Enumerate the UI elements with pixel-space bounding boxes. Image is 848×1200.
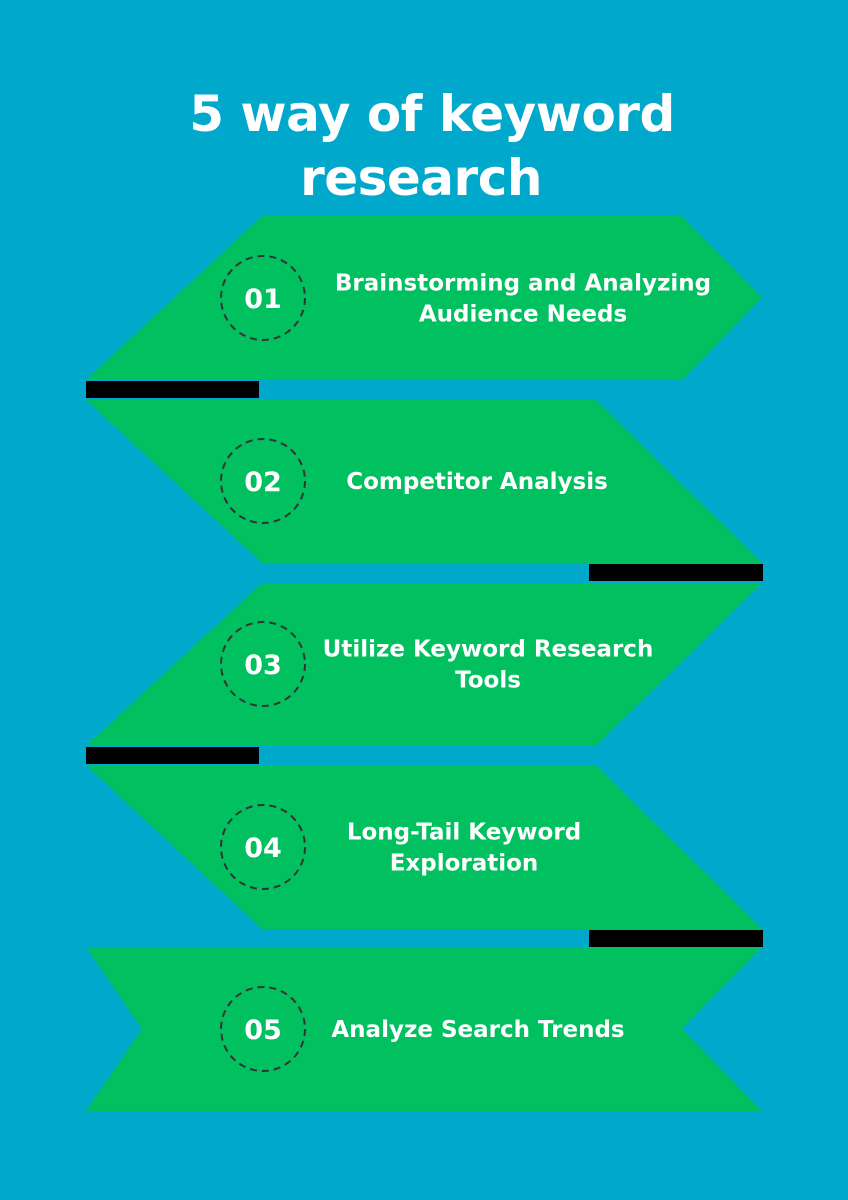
- step-2: 02 Competitor Analysis: [86, 400, 762, 563]
- connector-bar-4: [589, 930, 763, 947]
- connector-bar-2: [589, 564, 763, 581]
- step-5-label-line-1: Analyze Search Trends: [331, 1017, 624, 1043]
- step-3-arrow-shape: [86, 583, 762, 746]
- step-4-number-circle: [220, 804, 306, 890]
- page-title-line-2: research: [300, 149, 542, 207]
- step-3-label-line-2: Tools: [455, 668, 521, 694]
- step-4-arrow-shape: [86, 765, 762, 929]
- step-5-number: 05: [244, 1015, 282, 1046]
- step-1-label-line-2: Audience Needs: [419, 302, 627, 328]
- connector-bar-1: [86, 381, 259, 398]
- page-title: 5 way of keyword research: [0, 82, 848, 210]
- connectors: [86, 381, 763, 947]
- step-1-number-circle: [220, 255, 306, 341]
- step-5: 05 Analyze Search Trends: [86, 947, 762, 1111]
- step-2-number-circle: [220, 438, 306, 524]
- step-2-number: 02: [244, 467, 282, 498]
- step-4-number: 04: [244, 833, 282, 864]
- step-3-number-circle: [220, 621, 306, 707]
- step-3-label-line-1: Utilize Keyword Research: [323, 637, 654, 663]
- step-1-arrow-shape: [86, 216, 762, 380]
- step-4-label-line-2: Exploration: [390, 851, 539, 877]
- step-4-label-line-1: Long-Tail Keyword: [347, 820, 581, 846]
- step-1-number: 01: [244, 284, 282, 315]
- step-1-label-line-1: Brainstorming and Analyzing: [335, 271, 711, 297]
- step-2-label-line-1: Competitor Analysis: [346, 469, 608, 495]
- step-3-number: 03: [244, 650, 282, 681]
- step-5-number-circle: [220, 986, 306, 1072]
- page-title-line-1: 5 way of keyword: [189, 85, 675, 143]
- connector-bar-3: [86, 747, 259, 764]
